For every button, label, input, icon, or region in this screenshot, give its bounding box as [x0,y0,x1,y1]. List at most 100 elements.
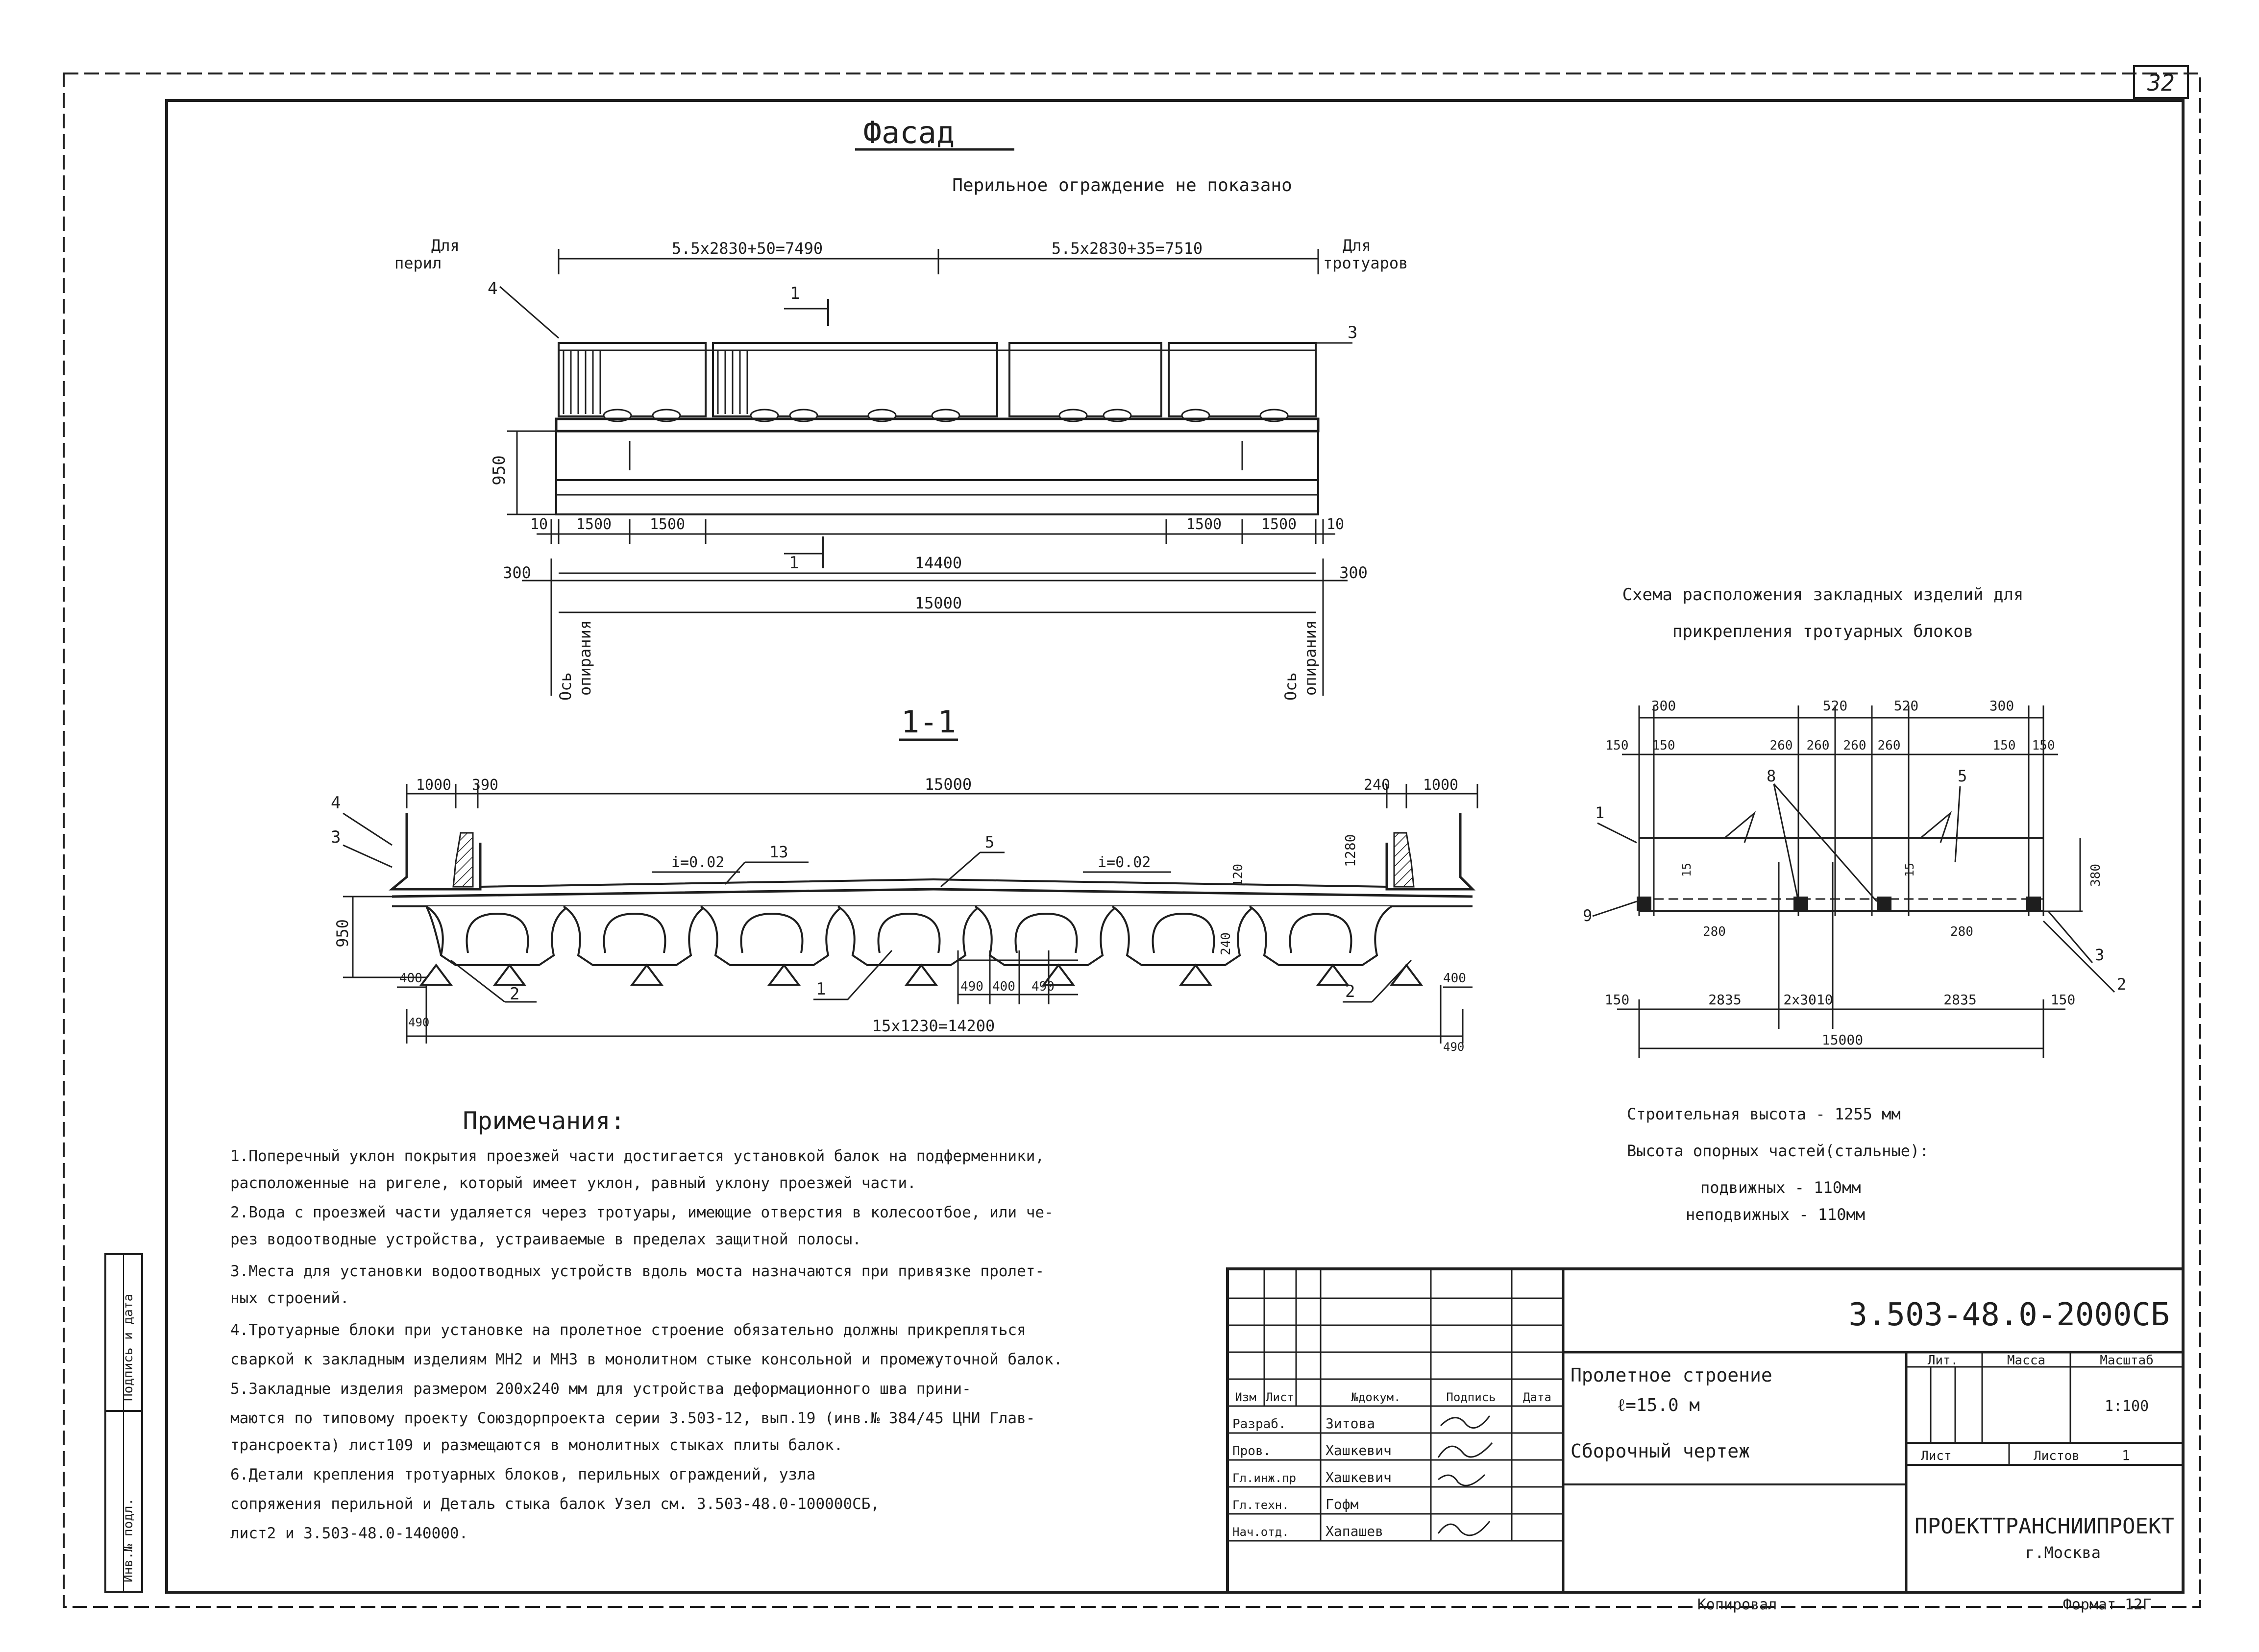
tb-scale-label: Масштаб [2100,1353,2154,1368]
embed-callout-9: 9 [1583,906,1592,925]
section-callout-1: 1 [816,979,826,999]
embed-total: 15000 [1822,1032,1863,1048]
section-beam-dim-1: 490 [960,979,983,994]
facade-dim-l1: 10 [530,516,548,533]
note-line-6: ных строений. [230,1289,349,1307]
tb-header-list: Лист [1266,1390,1294,1404]
tb-person-3: Хашкевич [1326,1469,1392,1485]
footer-format: Формат 12Г [2063,1596,2152,1613]
facade-section-mark-bottom: 1 [789,553,799,573]
facade-left-label-1: Для [431,236,460,255]
tb-role-5: Нач.отд. [1232,1525,1289,1539]
facade-top-dim-left: 5.5х2830+50=7490 [672,239,823,258]
embed-mid-dim-2: 150 [1652,738,1675,753]
facade-section-mark-top: 1 [790,284,800,303]
embed-bottom-dim-3: 2х3010 [1783,992,1833,1008]
tb-sheet-label: Лист [1921,1449,1952,1463]
tb-role-4: Гл.техн. [1232,1498,1289,1512]
railing-panels [558,342,1317,422]
tb-mass-label: Масса [2007,1353,2045,1368]
tb-header-doc: №докум. [1351,1390,1400,1404]
embed-title-1: Схема расположения закладных изделий для [1622,585,2024,605]
side-stamp-inv: Инв.№ подл. [121,1498,136,1582]
embed-mid-dim-7: 150 [1993,738,2016,753]
tb-lit-label: Лит. [1928,1353,1959,1368]
tb-person-1: Зитова [1326,1415,1375,1432]
note-line-10: маются по типовому проекту Союздорпроект… [230,1409,1035,1427]
tb-person-4: Гофм [1326,1496,1359,1512]
embed-note-2: Высота опорных частей(стальные): [1627,1142,1929,1160]
note-line-1: 1.Поперечный уклон покрытия проезжей час… [230,1147,1044,1165]
section-width: 15000 [925,775,972,794]
tb-header-izm: Изм [1235,1390,1256,1404]
note-line-11: трансроекта) лист109 и размещаются в мон… [230,1436,843,1454]
tb-person-2: Хашкевич [1326,1442,1392,1458]
section-end-dim-4: 490 [1443,1040,1464,1054]
embed-title-2: прикрепления тротуарных блоков [1672,622,1973,641]
beam-webs [425,905,1393,966]
tb-person-5: Хапашев [1326,1523,1383,1539]
facade-callout-4: 4 [488,279,497,298]
section-end-dim-2: 400 [1443,971,1466,986]
embed-mid-dim-6: 260 [1878,738,1901,753]
section-right-dim-1: 240 [1364,777,1390,794]
facade-dim-l2: 1500 [576,516,612,533]
note-line-12: 6.Детали крепления тротуарных блоков, пе… [230,1466,815,1483]
facade-axis-right-2: опирания [1301,620,1320,696]
footer-copied: Копировал [1697,1596,1777,1613]
section-callout-5: 5 [985,833,994,851]
embed-callout-5: 5 [1958,767,1967,785]
tb-name-2: ℓ=15.0 м [1617,1395,1700,1415]
section-left-dim-2: 390 [472,777,498,794]
embed-height: 380 [2088,864,2103,887]
section-curb: 1280 [1342,834,1358,867]
facade-subtitle: Перильное ограждение не показано [952,175,1292,195]
embed-callout-2: 2 [2117,975,2126,994]
tb-role-3: Гл.инж.пр [1232,1471,1296,1485]
signatures [1437,1415,1493,1536]
facade-span-outer: 15000 [915,594,962,612]
note-line-3: 2.Вода с проезжей части удаляется через … [230,1204,1054,1221]
embed-top-dim-1: 300 [1651,698,1676,714]
note-line-13: сопряжения перильной и Деталь стыка бало… [230,1495,880,1513]
section-bottom-dim: 15х1230=14200 [872,1017,995,1035]
embed-inner-dim-3: 15 [1903,863,1916,877]
section-callout-2-left: 2 [510,984,519,1004]
embed-bottom-dim-5: 150 [2051,992,2076,1008]
facade-axis-left-2: опирания [576,620,594,696]
notes-block: Примечания: 1.Поперечный уклон покрытия … [230,1107,1062,1542]
tb-sheets-label: Листов [2034,1449,2080,1463]
tb-name-1: Пролетное строение [1571,1364,1772,1386]
facade-view: Фасад Перильное ограждение не показано Д… [394,115,1408,701]
facade-dim-r2: 1500 [1261,516,1297,533]
sheet-number: 32 [2147,70,2174,96]
section-callout-3: 3 [331,827,341,847]
section-beam-dim-3: 490 [1031,979,1055,994]
walkway-right [1385,813,1476,891]
facade-top-dim-right: 5.5х2830+35=7510 [1052,239,1203,258]
section-height: 950 [333,919,352,947]
tb-scale-value: 1:100 [2105,1398,2149,1415]
tb-org: ПРОЕКТТРАНСНИИПРОЕКТ [1915,1514,2174,1539]
embed-inner-dim-2: 280 [1703,924,1726,939]
title-block: Изм Лист №докум. Подпись Дата Разраб. Зи… [1226,1267,2185,1594]
facade-dim-l3: 1500 [650,516,685,533]
tb-role-2: Пров. [1232,1444,1271,1458]
section-callout-4: 4 [331,793,341,813]
tb-header-sign: Подпись [1446,1390,1496,1404]
slope-left: i=0.02 [671,854,724,871]
facade-axis-right-1: Ось [1281,672,1300,701]
deck-slab [392,878,1473,907]
walkway-left [389,813,482,891]
embed-callout-8: 8 [1767,767,1776,785]
embed-inner-dim-4: 280 [1950,924,1973,939]
side-stamp: Инв.№ подл. Подпись и дата [104,1253,143,1593]
embed-bottom-dim-4: 2835 [1943,992,1976,1008]
section-small-dim-1: 120 [1231,864,1246,887]
embed-mid-dim-4: 260 [1807,738,1830,753]
note-line-2: расположенные на ригеле, который имеет у… [230,1174,916,1192]
section-small-dim-2: 240 [1219,932,1233,955]
facade-right-label-1: Для [1343,236,1371,255]
note-line-8: сваркой к закладным изделиям МН2 и МН3 в… [230,1351,1062,1368]
